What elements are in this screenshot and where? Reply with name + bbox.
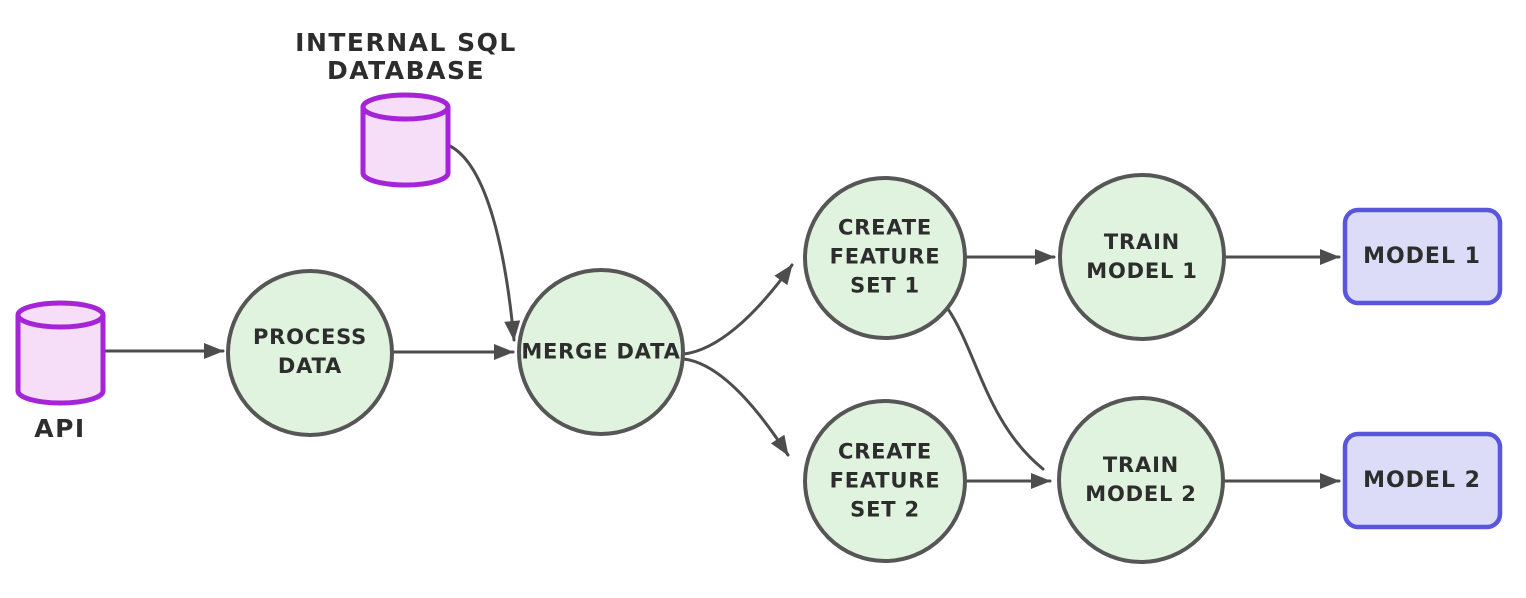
edge-merge-data-to-create-feature-set-2 [682, 357, 790, 457]
label-line: CREATE [837, 439, 933, 464]
label-line: FEATURE [829, 244, 941, 269]
merge-data-circle [517, 268, 685, 436]
create-feature-set-2-label: CREATE FEATURE SET 2 [830, 438, 941, 525]
model-1-label: MODEL 1 [1363, 244, 1481, 270]
sql-db-label: INTERNAL SQL DATABASE [295, 29, 517, 85]
label-line: TRAIN [1103, 230, 1181, 254]
label-line: SET 1 [850, 273, 920, 298]
label-line: CREATE [837, 215, 933, 240]
label-line: MODEL 2 [1085, 482, 1197, 506]
api-label: API [34, 415, 85, 443]
label-line: DATA [277, 354, 343, 378]
process-data-label: PROCESS DATA [253, 323, 367, 381]
model-2-box [1342, 431, 1503, 530]
create-feature-set-1-circle [803, 176, 967, 340]
create-feature-set-1-label: CREATE FEATURE SET 1 [830, 214, 941, 301]
edge-create-feature-set-1-to-train-model-2 [946, 307, 1045, 471]
train-model-1-label: TRAIN MODEL 1 [1086, 228, 1197, 286]
train-model-1-circle [1058, 173, 1226, 341]
create-feature-set-2-circle [803, 399, 967, 563]
model-2-label: MODEL 2 [1363, 468, 1481, 494]
merge-data-label: MERGE DATA [521, 338, 680, 367]
label-line: MODEL 2 [1363, 468, 1481, 493]
label-line: DATABASE [326, 56, 486, 85]
label-line: INTERNAL SQL [295, 28, 517, 57]
sql-database-cylinder [360, 92, 451, 188]
model-1-box [1342, 207, 1503, 306]
train-model-2-label: TRAIN MODEL 2 [1085, 451, 1196, 509]
label-line: API [34, 414, 86, 443]
edge-merge-data-to-create-feature-set-1 [682, 263, 794, 356]
label-line: MERGE DATA [521, 339, 681, 364]
label-line: TRAIN [1102, 453, 1180, 477]
label-line: MODEL 1 [1363, 244, 1481, 269]
label-line: FEATURE [829, 468, 941, 493]
train-model-2-circle [1057, 396, 1225, 564]
label-line: MODEL 1 [1086, 259, 1198, 283]
api-database-cylinder [15, 300, 106, 406]
label-line: PROCESS [252, 325, 368, 349]
process-data-circle [226, 269, 394, 437]
edge-sql-db-to-merge-data [448, 144, 521, 342]
label-line: SET 2 [850, 497, 920, 522]
